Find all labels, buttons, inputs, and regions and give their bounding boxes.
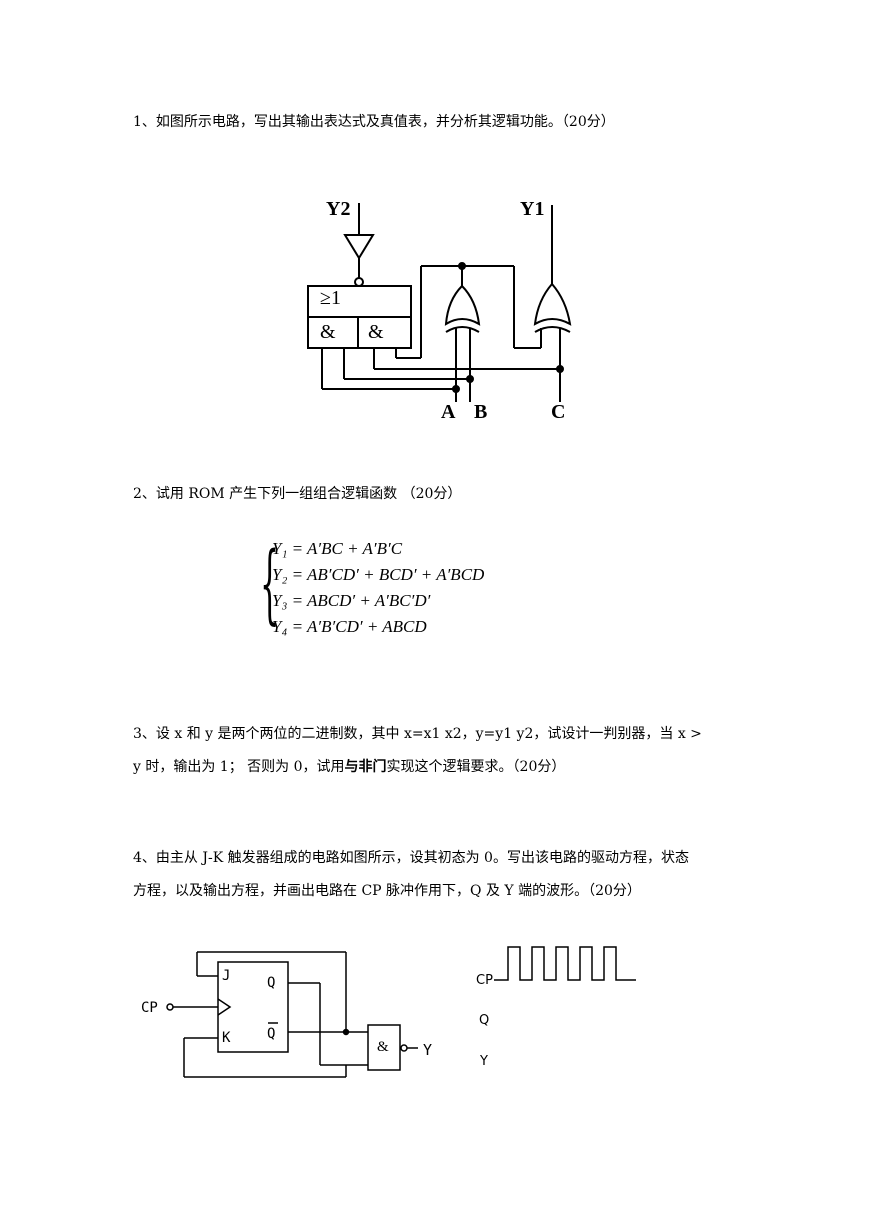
cp-waveform-line bbox=[494, 946, 636, 981]
equation-brace: { bbox=[260, 534, 280, 634]
label-y2: Y2 bbox=[326, 198, 351, 220]
equation-y3: Y₃ = ABCD′ + A′BC′D′ bbox=[272, 591, 431, 610]
label-wave-cp: CP bbox=[476, 973, 493, 988]
question-1-text: 1、如图所示电路，写出其输出表达式及真值表，并分析其逻辑功能。（20分） bbox=[133, 114, 615, 130]
question-2-text: 2、试用 ROM 产生下列一组组合逻辑函数 （20分） bbox=[133, 486, 462, 502]
question-4-line2: 方程，以及输出方程，并画出电路在 CP 脉冲作用下，Q 及 Y 端的波形。（20… bbox=[133, 883, 641, 899]
question-3-bold-nand: 与非门 bbox=[344, 759, 387, 775]
equation-y2: Y₂ = AB′CD′ + BCD′ + A′BCD bbox=[272, 565, 485, 584]
label-qbar: Q bbox=[267, 1026, 276, 1042]
label-q: Q bbox=[267, 975, 276, 991]
label-and-right: & bbox=[368, 321, 384, 343]
label-output-y: Y bbox=[423, 1041, 433, 1059]
label-wave-y: Y bbox=[480, 1054, 488, 1069]
label-y1: Y1 bbox=[520, 198, 545, 220]
label-input-b: B bbox=[474, 401, 488, 423]
question-3-line2: y 时，输出为 1； 否则为 0，试用与非门实现这个逻辑要求。（20分） bbox=[133, 757, 565, 777]
equation-y1: Y₁ = A′BC + A′B′C bbox=[272, 539, 403, 558]
label-or-gate: ≥1 bbox=[320, 287, 341, 309]
equation-y4: Y₄ = A′B′CD′ + ABCD bbox=[272, 617, 427, 636]
label-j: J bbox=[222, 968, 231, 984]
question-3-line2-pre: y 时，输出为 1； 否则为 0，试用 bbox=[133, 759, 345, 775]
label-input-a: A bbox=[441, 401, 456, 423]
label-input-c: C bbox=[551, 401, 566, 423]
question-3-line2-post: 实现这个逻辑要求。（20分） bbox=[386, 759, 566, 775]
question-3-line1: 3、设 x 和 y 是两个两位的二进制数，其中 x=x1 x2，y=y1 y2，… bbox=[133, 726, 702, 742]
label-k: K bbox=[222, 1030, 231, 1046]
label-and-left: & bbox=[320, 321, 336, 343]
label-wave-q: Q bbox=[479, 1013, 490, 1028]
label-cp-input: CP bbox=[141, 1000, 158, 1016]
label-and-gate: & bbox=[377, 1039, 389, 1055]
question-4-line1: 4、由主从 J-K 触发器组成的电路如图所示，设其初态为 0。写出该电路的驱动方… bbox=[133, 850, 689, 866]
